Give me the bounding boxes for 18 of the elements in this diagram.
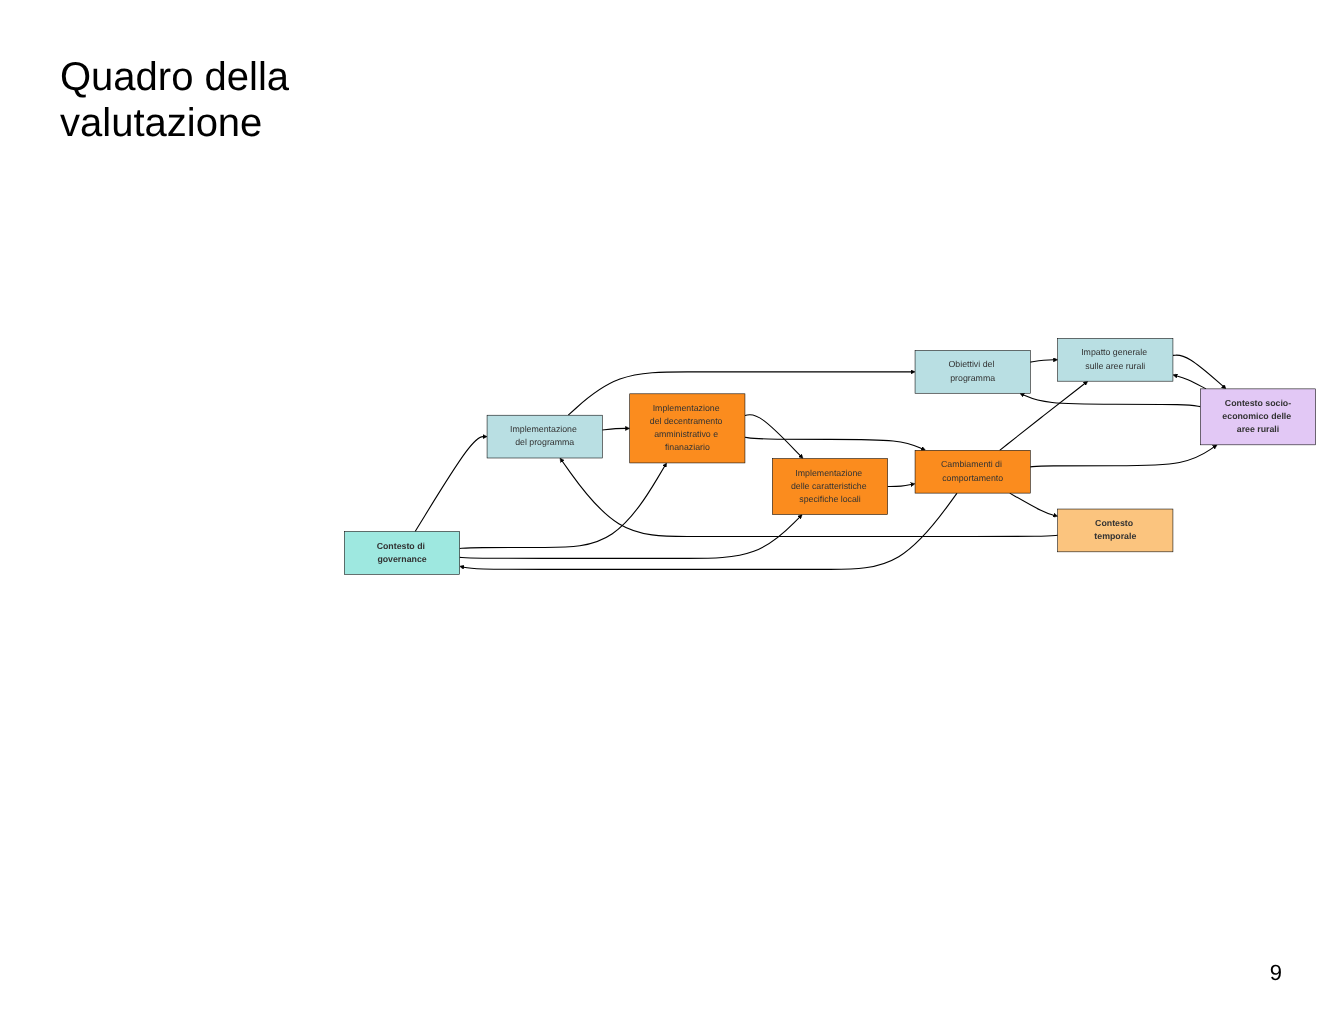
arrow xyxy=(459,462,667,549)
arrow xyxy=(567,369,916,416)
arrow xyxy=(1029,357,1058,363)
page-number: 9 xyxy=(1269,962,1282,986)
arrow xyxy=(887,481,916,487)
arrow xyxy=(999,380,1088,451)
arrow xyxy=(744,413,804,459)
arrow xyxy=(1029,444,1218,468)
arrow xyxy=(1009,492,1058,518)
arrow xyxy=(459,513,803,559)
arrow xyxy=(601,425,630,431)
arrow xyxy=(744,436,926,451)
arrow xyxy=(1172,373,1207,390)
arrow xyxy=(459,492,958,570)
arrow xyxy=(414,433,488,532)
arrow xyxy=(1172,354,1227,389)
slide-title: Quadro della valutazione xyxy=(60,56,292,148)
arrow xyxy=(1019,392,1201,407)
